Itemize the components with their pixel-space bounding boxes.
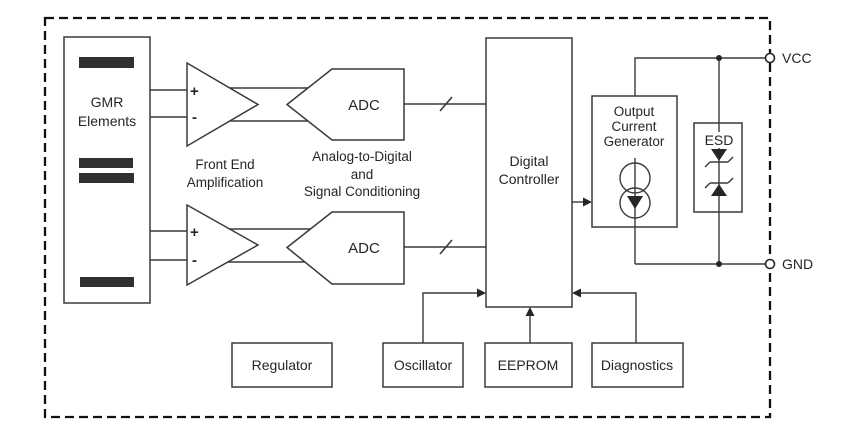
amp-triangle-icon [186,203,260,287]
esd-block: ESD [693,55,743,267]
diagnostics-block: Diagnostics [572,288,684,388]
gmr-resistor-bar-icon [80,277,134,287]
adc-pentagon-icon [285,211,405,285]
gmr-box [63,36,151,304]
ocg-label-line2: Current [611,119,656,134]
adc-pentagon-icon [285,68,405,141]
gmr-resistor-bar-icon [79,57,134,68]
adc-label: ADC [348,240,380,257]
zener-diode-up-icon [711,184,727,196]
arrowhead-right-icon [583,197,592,207]
esd-label-bg [701,132,737,148]
diagnostics-to-controller-wire [581,292,637,343]
diagnostics-box [591,342,684,388]
gmr-elements-block: GMR Elements [63,36,151,304]
front-end-amplifier-bottom: + - [186,203,260,287]
current-source-circle-icon [619,162,651,194]
arrowhead-left-icon [572,288,581,298]
amp-minus-sign: - [192,252,197,269]
vcc-pin: VCC [764,50,812,66]
ocg-label-line3: Generator [604,134,665,149]
bus-slash-icon [439,239,453,255]
adc-caption-line2: and [351,167,374,182]
adc-caption-line1: Analog-to-Digital [312,149,412,164]
eeprom-label: EEPROM [498,357,559,373]
amp-plus-sign: + [190,224,199,241]
vcc-terminal-icon [764,52,776,64]
zener-bar-tick [727,177,734,184]
adc-label: ADC [348,97,380,114]
chip-boundary-dashed-border [43,16,772,419]
adc-caption: Analog-to-Digital and Signal Conditionin… [304,149,420,199]
zener-bar-tick [727,156,734,163]
amp-adc-signal-lines [222,87,316,263]
front-end-label-line1: Front End [195,157,254,172]
gmr-resistor-bar-icon [79,173,134,183]
eeprom-block: EEPROM [484,307,573,388]
junction-dot-icon [716,55,722,61]
adc-block-top: ADC [285,68,405,141]
gmr-label-line2: Elements [78,113,136,129]
adc-caption-line3: Signal Conditioning [304,184,420,199]
arrowhead-right-icon [477,288,486,298]
amp-minus-sign: - [192,109,197,126]
digital-controller-label-line2: Controller [499,171,560,187]
regulator-block: Regulator [231,342,333,388]
adc-block-bottom: ADC [285,211,405,285]
gmr-label-line1: GMR [91,94,124,110]
zener-bar-tick [704,182,711,189]
eeprom-box [484,342,573,388]
oscillator-to-controller-wire [422,292,477,343]
ocg-label-line1: Output [614,104,655,119]
arrowhead-up-icon [525,307,535,316]
zener-bar-tick [704,161,711,168]
zener-diode-down-icon [711,149,727,161]
digital-controller-block: Digital Controller [485,37,573,308]
vcc-label: VCC [782,50,812,66]
output-current-generator-block: Output Current Generator [591,57,766,264]
gnd-terminal-icon [764,258,776,270]
regulator-label: Regulator [252,357,313,373]
digital-controller-label-line1: Digital [510,153,549,169]
diagnostics-label: Diagnostics [601,357,673,373]
digital-controller-box [485,37,573,308]
adc-to-controller-buses [404,96,486,255]
current-source-circle-icon [619,187,651,219]
oscillator-label: Oscillator [394,357,453,373]
gnd-label: GND [782,256,813,272]
diode-triangle-icon [627,196,643,209]
controller-to-ocg-arrow [572,197,592,207]
vcc-rail-wire [634,57,766,96]
amp-triangle-icon [186,61,260,148]
front-end-label-line2: Amplification [187,175,264,190]
amp-input-wires [150,89,187,261]
front-end-amplifier-top: + - [186,61,260,148]
bus-slash-icon [439,96,453,112]
esd-label: ESD [705,132,734,148]
gmr-resistor-bar-icon [79,158,133,168]
oscillator-block: Oscillator [382,288,486,388]
front-end-caption: Front End Amplification [187,157,264,190]
junction-dot-icon [716,261,722,267]
regulator-box [231,342,333,388]
amp-plus-sign: + [190,83,199,100]
gnd-pin: GND [764,256,813,272]
